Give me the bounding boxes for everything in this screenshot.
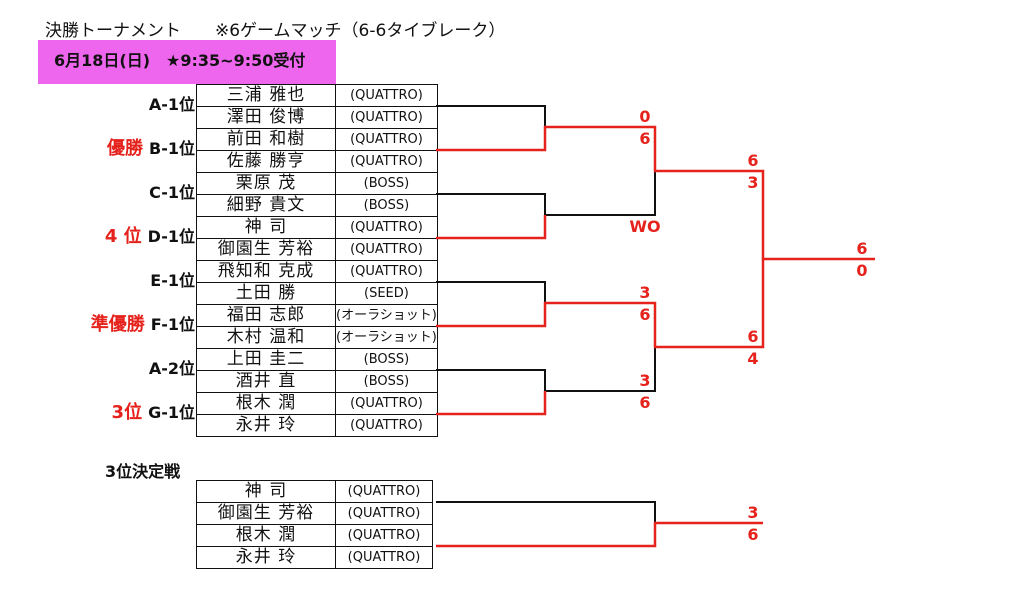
club-name: (QUATTRO): [335, 502, 433, 525]
result-label: 3位: [111, 402, 143, 423]
player-name: 飛知和 克成: [196, 260, 336, 283]
player-name: 細野 貴文: [196, 194, 336, 217]
score-bottom: 6: [639, 393, 651, 412]
seed-label: A-1位: [148, 95, 195, 114]
player-name: 佐藤 勝亨: [196, 150, 336, 173]
date-checkin-banner: 6月18日(日) ★9:35~9:50受付: [38, 40, 336, 84]
bracket-line: [545, 347, 656, 392]
club-name: (QUATTRO): [335, 150, 438, 173]
player-name: 根木 潤: [196, 392, 336, 415]
score-top: 3: [747, 503, 759, 522]
winner-line: [436, 215, 547, 240]
main-bracket-table: 三浦 雅也(QUATTRO) 澤田 俊博(QUATTRO) 前田 和樹(QUAT…: [196, 84, 438, 437]
club-name: (QUATTRO): [335, 524, 433, 547]
result-label: 4 位: [104, 226, 142, 247]
tournament-title: 決勝トーナメント ※6ゲームマッチ（6-6タイブレーク）: [45, 21, 506, 41]
club-name: (BOSS): [335, 172, 438, 195]
score-top: 6: [747, 151, 759, 170]
bracket-line: [436, 105, 546, 127]
seed-label: C-1位: [149, 183, 195, 202]
player-name: 御園生 芳裕: [196, 238, 336, 261]
player-name: 土田 勝: [196, 282, 336, 305]
score-walkover: WO: [629, 217, 661, 236]
bracket-line: [436, 193, 546, 215]
score-bottom: 6: [747, 525, 759, 544]
club-name: (BOSS): [335, 194, 438, 217]
bracket-line: [545, 171, 656, 216]
player-name: 永井 玲: [196, 546, 336, 569]
score-top: 6: [747, 327, 759, 346]
club-name: (QUATTRO): [335, 238, 438, 261]
bracket-line: [436, 369, 546, 391]
result-label: 準優勝: [90, 314, 145, 335]
score-top: 0: [639, 107, 651, 126]
score-bottom: 3: [747, 173, 759, 192]
score-bottom: 6: [639, 129, 651, 148]
player-name: 永井 玲: [196, 414, 336, 437]
score-bottom: 0: [856, 261, 868, 280]
player-name: 澤田 俊博: [196, 106, 336, 129]
player-name: 福田 志郎: [196, 304, 336, 327]
club-name: (QUATTRO): [335, 106, 438, 129]
third-place-title: 3位決定戦: [105, 462, 181, 481]
bracket-line: [436, 281, 546, 303]
score-bottom: 6: [639, 305, 651, 324]
player-name: 御園生 芳裕: [196, 502, 336, 525]
seed-label: A-2位: [148, 359, 195, 378]
club-name: (BOSS): [335, 348, 438, 371]
club-name: (オーラショット): [335, 326, 438, 349]
player-name: 酒井 直: [196, 370, 336, 393]
result-label: 優勝: [107, 138, 144, 159]
score-top: 6: [856, 239, 868, 258]
winner-line: [436, 521, 763, 548]
winner-line: [436, 391, 547, 416]
score-top: 3: [639, 371, 651, 390]
score-bottom: 4: [747, 349, 759, 368]
club-name: (BOSS): [335, 370, 438, 393]
winner-line: [436, 259, 765, 349]
club-name: (QUATTRO): [335, 546, 433, 569]
seed-label: E-1位: [150, 271, 195, 290]
bracket-line: [436, 501, 656, 523]
third-place-table: 神 司(QUATTRO) 御園生 芳裕(QUATTRO) 根木 潤(QUATTR…: [196, 480, 433, 569]
club-name: (QUATTRO): [335, 414, 438, 437]
club-name: (QUATTRO): [335, 392, 438, 415]
score-top: 3: [639, 283, 651, 302]
club-name: (QUATTRO): [335, 216, 438, 239]
winner-line: [436, 125, 875, 261]
